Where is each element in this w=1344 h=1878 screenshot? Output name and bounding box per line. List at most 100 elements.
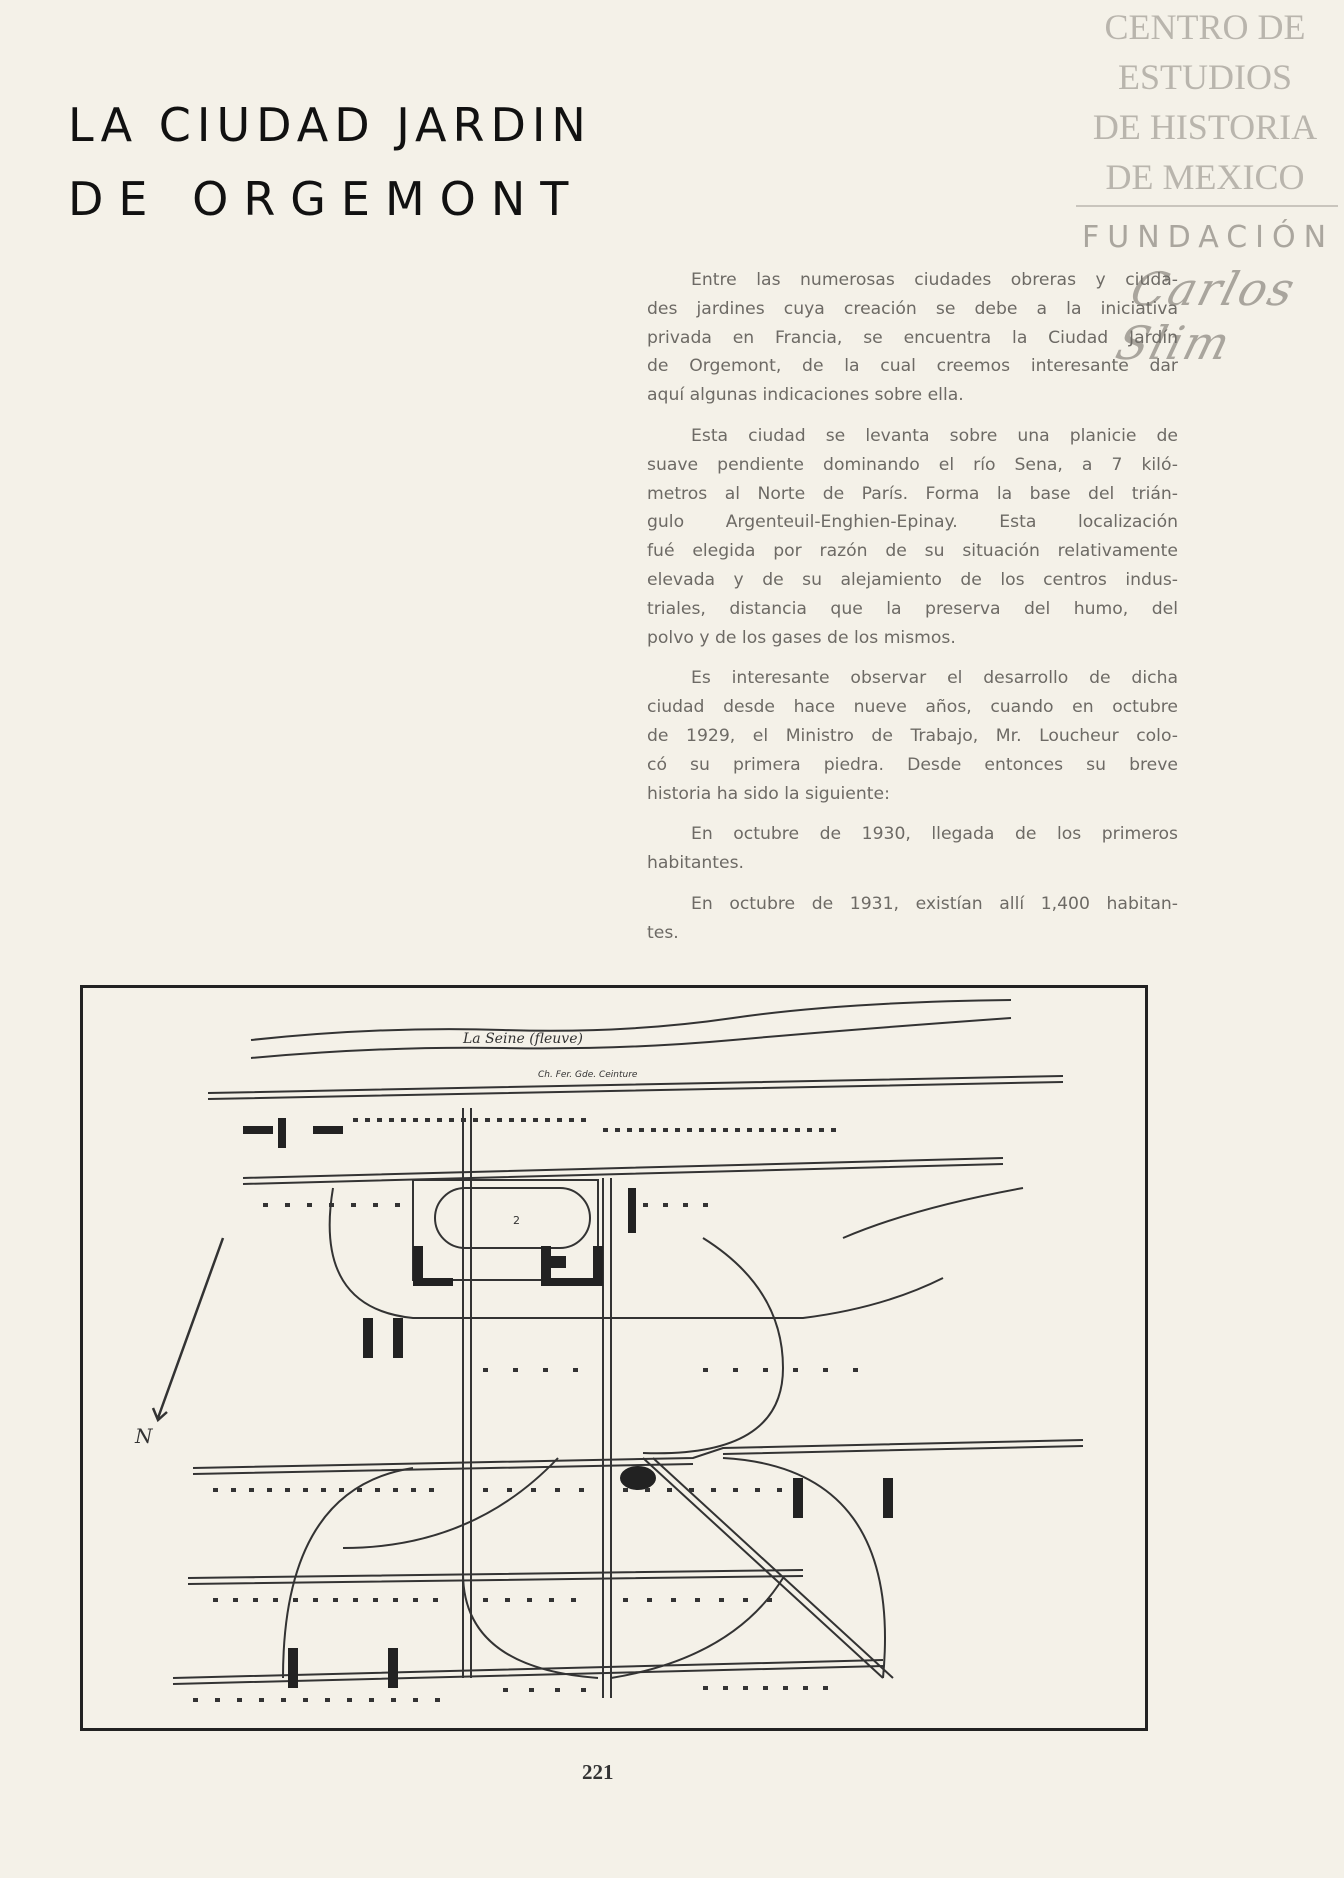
page-title-line2: DE ORGEMONT [68, 172, 584, 226]
house-marker [747, 1128, 752, 1132]
house-marker [711, 1128, 716, 1132]
house-marker [703, 1203, 708, 1207]
house-marker [393, 1598, 398, 1602]
house-marker [763, 1368, 768, 1372]
site-plan-map: La Seine (fleuve) Ch. Fer. Gde. Ceinture… [80, 985, 1148, 1731]
house-marker [429, 1488, 434, 1492]
house-marker [783, 1128, 788, 1132]
house-marker [623, 1598, 628, 1602]
house-marker [393, 1488, 398, 1492]
road [462, 1572, 784, 1679]
house-marker [215, 1698, 220, 1702]
house-marker [373, 1598, 378, 1602]
house-marker [667, 1488, 672, 1492]
house-marker [413, 1698, 418, 1702]
paragraph: Entre las numerosas ciudades obreras y c… [647, 266, 1178, 410]
road [602, 1178, 612, 1698]
house-marker [763, 1686, 768, 1690]
house-marker [703, 1686, 708, 1690]
house-marker [377, 1118, 382, 1122]
road [722, 1457, 886, 1679]
house-marker [793, 1368, 798, 1372]
house-marker [351, 1203, 356, 1207]
house-marker [413, 1118, 418, 1122]
watermark-line: DE MEXICO [1105, 157, 1305, 197]
house-marker [555, 1688, 560, 1692]
stadium-track [434, 1187, 591, 1249]
text-line: En octubre de 1931, existían allí 1,400 … [691, 893, 1178, 914]
house-marker [325, 1698, 330, 1702]
house-marker [307, 1203, 312, 1207]
house-marker [267, 1488, 272, 1492]
house-markers [193, 1118, 858, 1702]
text-line: metros al Norte de París. Forma la base … [647, 483, 1178, 504]
river-bank [250, 999, 1012, 1041]
house-marker [449, 1118, 454, 1122]
house-marker [521, 1118, 526, 1122]
house-marker [783, 1686, 788, 1690]
house-marker [529, 1688, 534, 1692]
paragraph: Esta ciudad se levanta sobre una planici… [647, 422, 1178, 652]
house-marker [647, 1598, 652, 1602]
stadium-area [412, 1179, 599, 1281]
house-marker [819, 1128, 824, 1132]
house-marker [571, 1598, 576, 1602]
house-marker [853, 1368, 858, 1372]
house-marker [723, 1128, 728, 1132]
house-marker [433, 1598, 438, 1602]
north-label: N [134, 1424, 154, 1448]
house-marker [719, 1598, 724, 1602]
text-line: des jardines cuya creación se debe a la … [647, 298, 1178, 319]
house-marker [303, 1698, 308, 1702]
house-marker [767, 1598, 772, 1602]
watermark-line: DE HISTORIA [1092, 107, 1318, 147]
house-marker [823, 1686, 828, 1690]
map-number: 2 [513, 1214, 520, 1227]
house-marker [831, 1128, 836, 1132]
house-marker [505, 1598, 510, 1602]
house-marker [193, 1698, 198, 1702]
text-line: tes. [647, 922, 679, 943]
house-marker [549, 1598, 554, 1602]
house-marker [389, 1118, 394, 1122]
road [642, 1237, 785, 1455]
road [187, 1569, 804, 1585]
house-marker [755, 1488, 760, 1492]
text-line: Entre las numerosas ciudades obreras y c… [691, 270, 1178, 290]
house-marker [485, 1118, 490, 1122]
watermark-divider [1076, 205, 1338, 207]
text-line: fué elegida por razón de su situación re… [647, 541, 1178, 562]
house-marker [339, 1488, 344, 1492]
house-marker [639, 1128, 644, 1132]
house-marker [569, 1118, 574, 1122]
house-marker [281, 1698, 286, 1702]
house-marker [435, 1698, 440, 1702]
watermark-foundation: FUNDACIÓN [1082, 220, 1335, 255]
house-marker [527, 1598, 532, 1602]
house-marker [249, 1488, 254, 1492]
house-marker [733, 1368, 738, 1372]
page-title-line1: LA CIUDAD JARDIN [68, 98, 592, 152]
house-marker [507, 1488, 512, 1492]
house-marker [213, 1488, 218, 1492]
house-marker [723, 1686, 728, 1690]
house-marker [401, 1118, 406, 1122]
house-marker [687, 1128, 692, 1132]
house-marker [411, 1488, 416, 1492]
north-arrow [151, 1237, 225, 1423]
road [192, 1439, 1084, 1475]
house-marker [483, 1488, 488, 1492]
house-marker [771, 1128, 776, 1132]
house-marker [603, 1128, 608, 1132]
house-marker [503, 1688, 508, 1692]
house-marker [543, 1368, 548, 1372]
text-line: habitantes. [647, 853, 745, 874]
house-marker [333, 1598, 338, 1602]
article-body: Entre las numerosas ciudades obreras y c… [647, 266, 1178, 960]
road [642, 1457, 894, 1679]
buildings [243, 1118, 893, 1688]
house-marker [545, 1118, 550, 1122]
house-marker [581, 1688, 586, 1692]
house-marker [733, 1488, 738, 1492]
house-marker [643, 1203, 648, 1207]
